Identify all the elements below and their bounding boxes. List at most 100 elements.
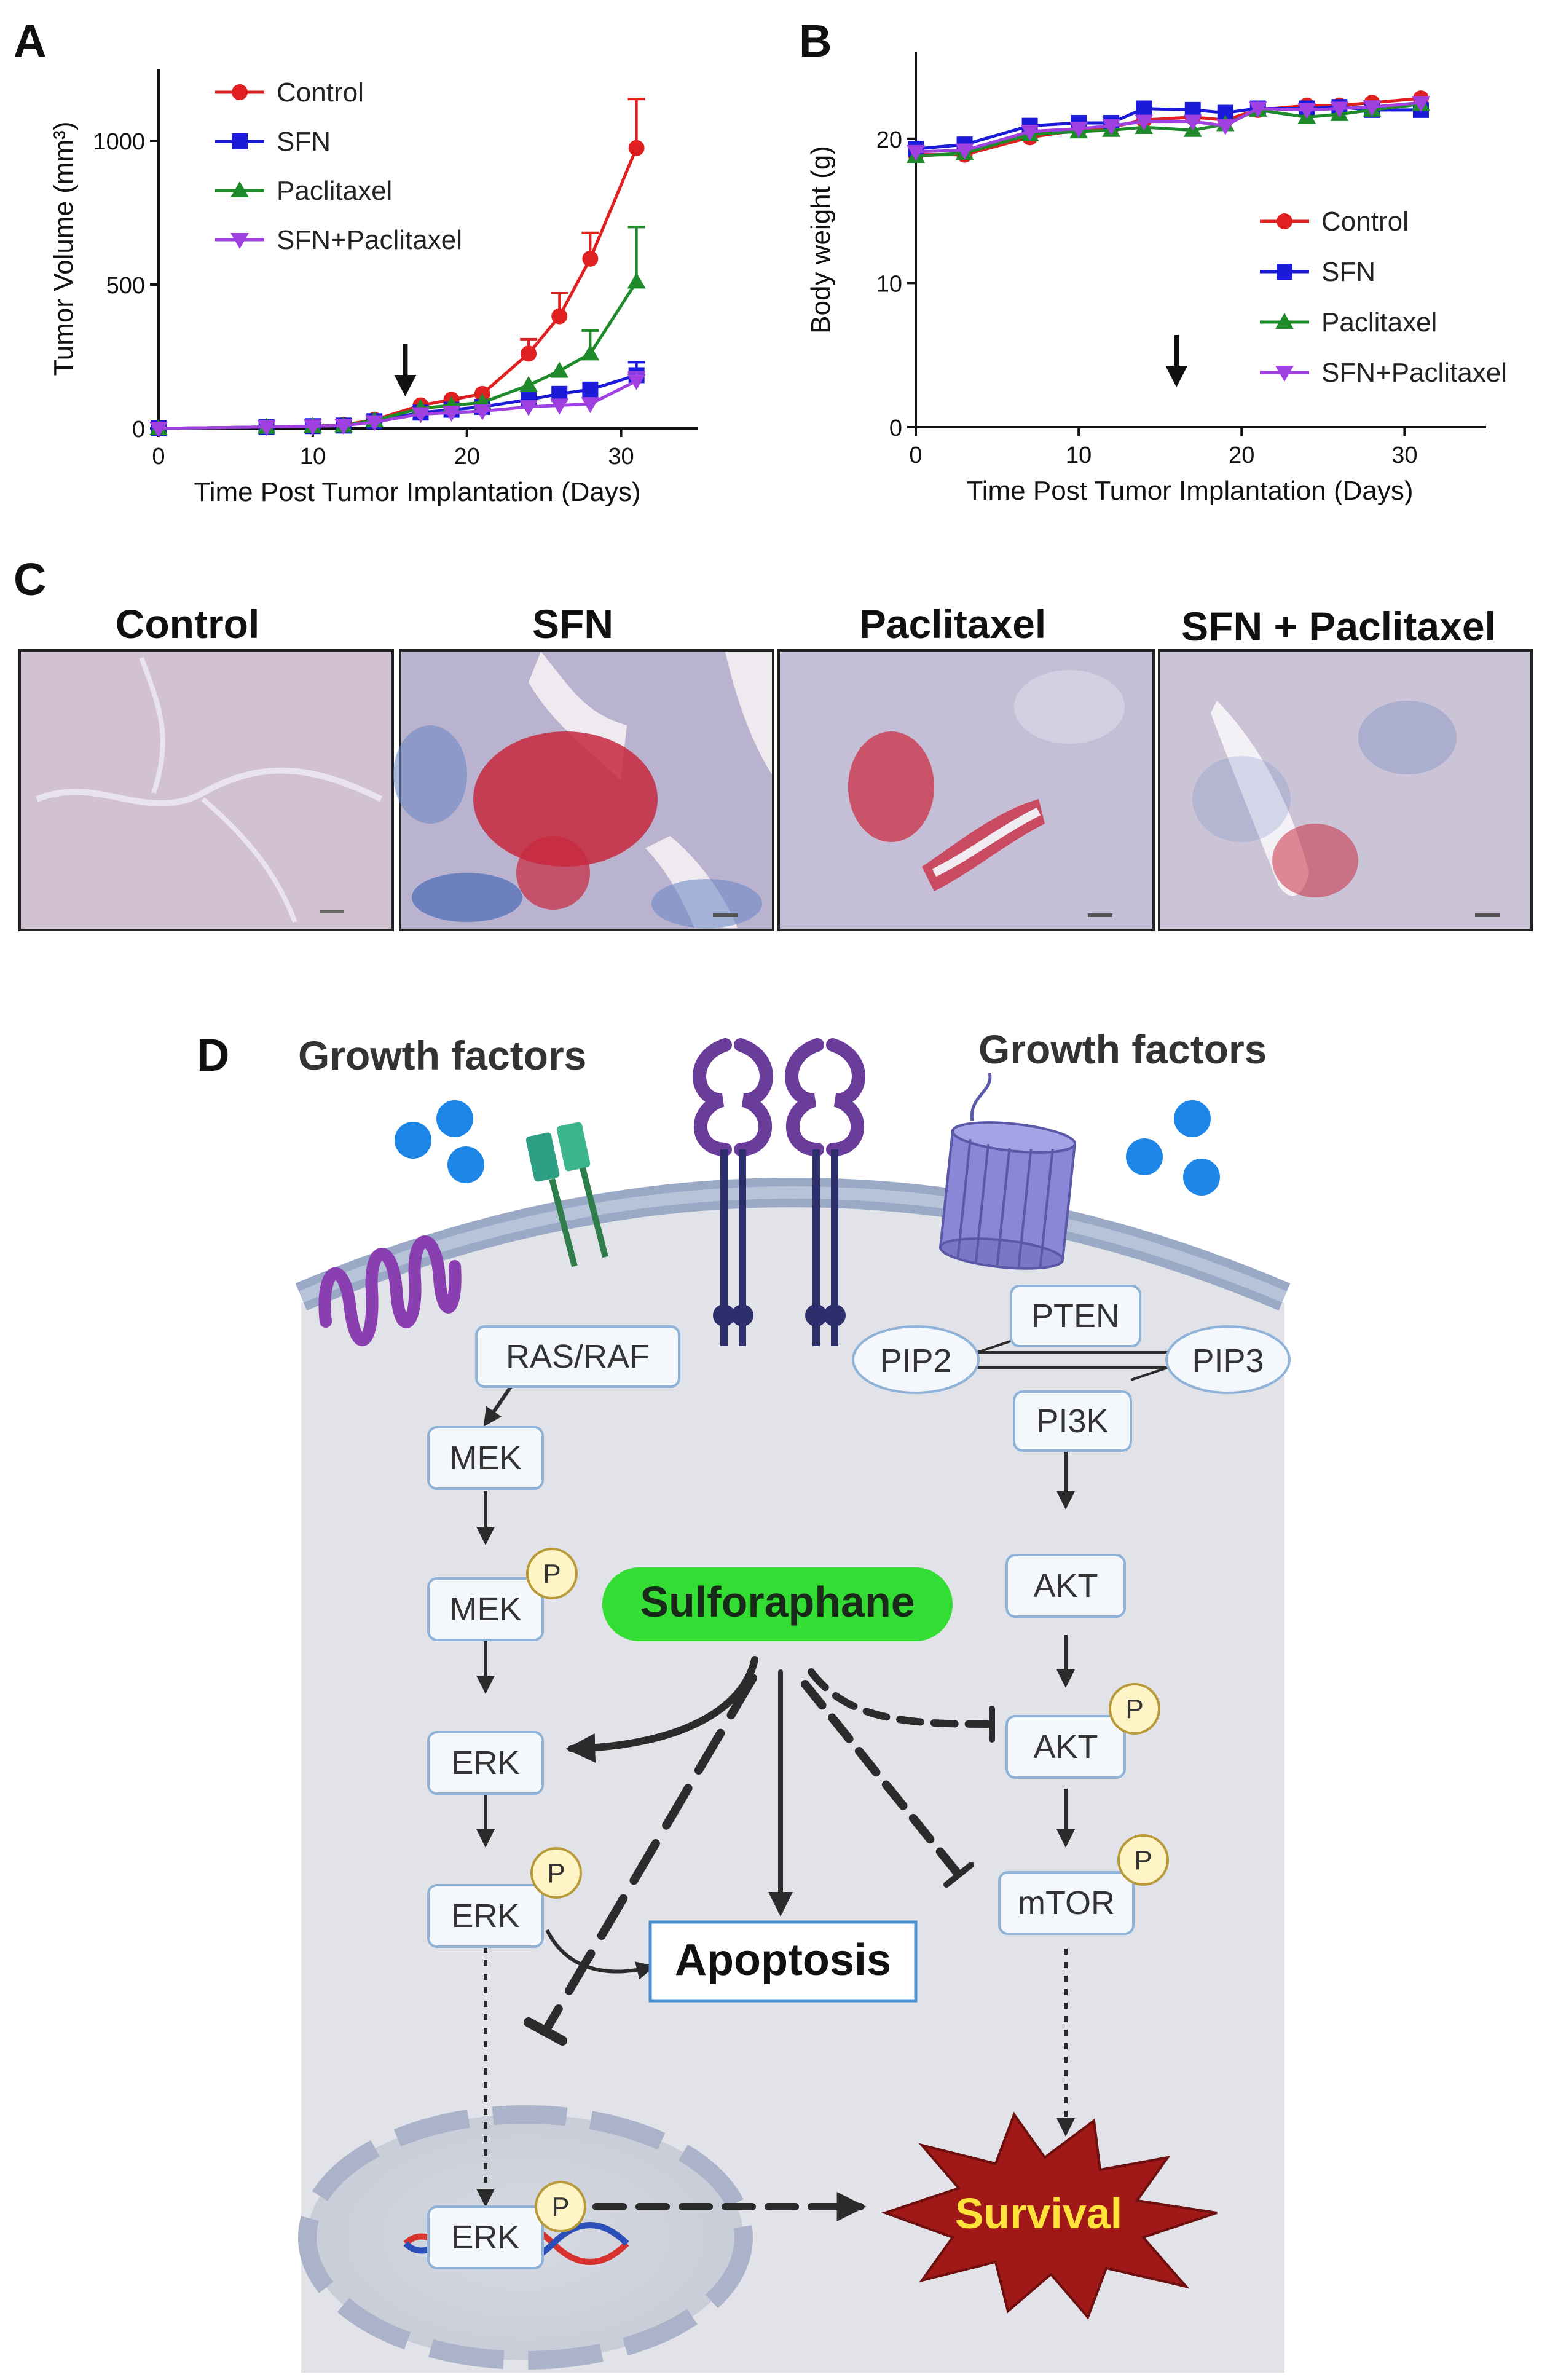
data-point [1136,100,1152,117]
svg-text:P: P [547,1858,565,1888]
data-point [581,344,600,361]
y-tick-label: 0 [132,417,145,443]
legend-label: SFN [277,127,331,157]
y-axis-label: Body weight (g) [806,146,836,334]
sulforaphane-pill [602,1567,953,1641]
survival-burst: Survival [881,2111,1218,2320]
box-akt-phospho: AKT P [1005,1683,1160,1779]
green-receptor [525,1122,608,1267]
svg-text:RAS/RAF: RAS/RAF [506,1338,650,1375]
data-point [519,376,538,392]
legend-marker [232,84,248,100]
growth-factor-particles-right [1126,1100,1220,1196]
y-tick-label: 0 [889,416,902,441]
dimer-receptor [693,1038,865,1156]
data-point [550,398,569,415]
channel-receptor [938,1073,1077,1270]
legend-label: Paclitaxel [277,176,392,206]
box-ras-raf: RAS/RAF [475,1325,680,1388]
box-pi3k: PI3K [1013,1390,1132,1452]
data-point [411,407,430,424]
x-tick-label: 10 [300,444,326,470]
data-point [1020,124,1039,141]
legend-marker [1277,264,1292,280]
svg-text:ERK: ERK [451,1744,519,1781]
x-tick-label: 20 [454,444,480,470]
legend-marker [1275,365,1294,382]
growth-factors-left-label: Growth factors [298,1033,586,1078]
svg-text:MEK: MEK [449,1591,521,1628]
phospho-badge [526,1548,578,1599]
legend-marker [230,181,249,198]
data-point [1411,96,1430,112]
data-point [1183,114,1202,131]
data-point [627,374,646,390]
histology-image-sfn [393,649,774,931]
ellipse-pip3: PIP3 [1165,1325,1291,1394]
data-point [582,381,599,398]
data-point [521,345,537,362]
svg-text:ERK: ERK [451,2219,519,2256]
data-point [907,144,925,161]
histology-title-paclitaxel: Paclitaxel [859,601,1047,647]
legend-label: SFN [1321,257,1375,287]
data-point [149,421,168,438]
treatment-start-arrowhead [1165,366,1188,387]
data-point [551,308,568,325]
svg-text:PTEN: PTEN [1031,1298,1120,1334]
legend-marker [230,232,249,249]
series-sfn-paclitaxel [907,96,1430,161]
growth-factor-particles-left [395,1100,484,1183]
x-tick-label: 30 [1391,443,1417,468]
data-point [582,250,599,267]
legend-marker [1275,313,1294,329]
svg-text:P: P [543,1559,561,1589]
histology-image-paclitaxel [777,649,1155,931]
x-tick-label: 10 [1066,443,1092,468]
pathway-diagram: Growth factors Growth factors [295,1026,1291,2373]
y-tick-label: 10 [876,271,902,297]
x-axis-label: Time Post Tumor Implantation (Days) [194,477,640,507]
panel-label-d: D [197,1030,229,1081]
box-akt: AKT [1005,1554,1126,1618]
sulforaphane-label: Sulforaphane [640,1578,915,1626]
panel-label-a: A [14,15,46,66]
svg-text:P: P [1125,1694,1143,1724]
box-mek-phospho: MEK P [427,1548,578,1641]
data-point [955,143,974,160]
svg-text:PIP3: PIP3 [1192,1342,1264,1379]
data-point [1102,119,1121,135]
treatment-start-arrowhead [394,375,417,396]
legend-label: SFN+Paclitaxel [1321,358,1507,388]
data-point [473,404,492,420]
histology-title-sfn: SFN [532,601,613,647]
series-sfn-paclitaxel [149,371,646,438]
histology-row: Control SFN Paclitaxel SFN + Paclitaxel [18,601,1533,931]
svg-text:AKT: AKT [1033,1567,1098,1604]
data-point [627,272,646,289]
dimer-receptor-stems [713,1149,846,1346]
svg-text:AKT: AKT [1033,1728,1098,1765]
series-control [908,90,1429,163]
x-tick-label: 20 [1229,443,1254,468]
data-point [334,419,353,435]
legend-marker [232,133,248,149]
histology-title-control: Control [116,601,260,647]
data-point [1297,103,1316,119]
data-point [1363,100,1382,117]
panel-label-b: B [799,15,832,66]
data-point [365,415,384,431]
growth-factors-right-label: Growth factors [978,1026,1267,1072]
x-tick-label: 0 [152,444,165,470]
series-sfn [151,361,645,436]
phospho-badge [535,2181,586,2232]
data-point [1330,101,1349,118]
legend-label: Control [277,77,364,108]
legend-label: Control [1321,207,1409,237]
data-point [581,397,600,414]
box-mtor: mTOR P [998,1834,1169,1935]
box-pten: PTEN [1010,1285,1141,1347]
data-point [1135,114,1154,131]
